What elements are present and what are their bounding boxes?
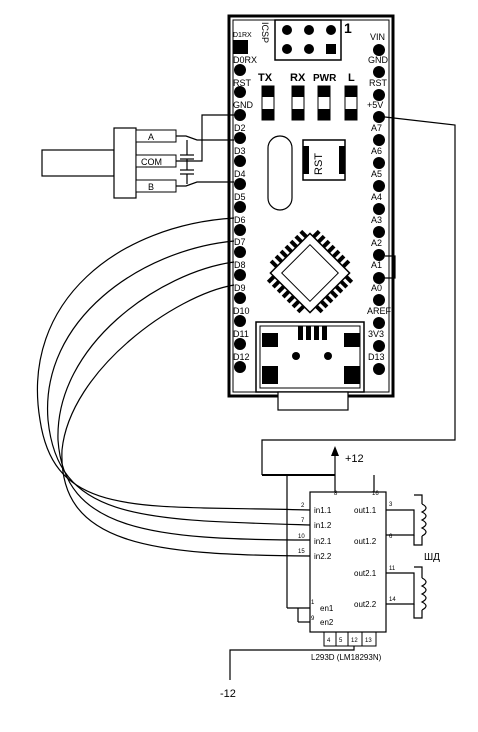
driver-bottom-pin-4: 4 — [327, 638, 331, 644]
driver-chip-label: L293D (LM18293N) — [311, 653, 382, 662]
reset-label: RST — [313, 153, 325, 175]
signal-wires — [36, 217, 311, 557]
pin-label-d2: D2 — [234, 123, 246, 133]
supply-plus-label: +12 — [345, 453, 364, 465]
driver-output-pin-11: 11 — [389, 566, 396, 572]
driver-input-pin-10: 10 — [298, 534, 305, 540]
driver-input-pin-15: 15 — [298, 549, 305, 555]
driver-input-in21: in2.1 — [314, 537, 332, 546]
led-pads — [261, 85, 358, 121]
icsp-pin1-label: 1 — [344, 20, 352, 36]
pin-label-d5: D5 — [234, 192, 246, 202]
driver-enable-pin-9: 9 — [311, 616, 315, 622]
crystal — [267, 135, 293, 211]
pin-label-a0: A0 — [371, 283, 382, 293]
driver-input-in12: in1.2 — [314, 521, 332, 530]
pin-label-a7: A7 — [371, 123, 382, 133]
pin-label-gnd-left: GND — [233, 100, 254, 110]
driver-output-out21: out2.1 — [354, 569, 377, 578]
encoder-label-a: A — [148, 132, 154, 142]
driver-output-pin-6: 6 — [389, 534, 393, 540]
pin-label-d1rx: D1RX — [233, 32, 252, 39]
header-pin — [233, 40, 248, 54]
driver-body — [309, 491, 387, 633]
pin-label-d10: D10 — [233, 306, 250, 316]
driver-top-pin-16: 16 — [372, 491, 379, 497]
driver-bottom-pin-12: 12 — [351, 638, 358, 644]
reset-button — [302, 139, 346, 181]
encoder-pin-b — [135, 179, 177, 193]
left-header: D1RX D0RX RST GND D2 D3 D4 D5 D6 D7 D8 D… — [233, 32, 257, 373]
encoder-label-com: COM — [141, 157, 162, 167]
stepper-motor — [386, 494, 427, 619]
driver-output-out12: out1.2 — [354, 537, 377, 546]
pin-label-a1: A1 — [371, 260, 382, 270]
supply-arrow — [331, 446, 339, 456]
coil-1-wire — [386, 509, 415, 536]
pin-label-a2: A2 — [371, 238, 382, 248]
pin-label-rst-right: RST — [369, 78, 388, 88]
rotary-encoder: A COM B — [41, 127, 177, 199]
coil-2-wire — [386, 572, 415, 605]
right-header: VIN GND RST +5V A7 A6 A5 A4 A3 A2 A1 A0 … — [367, 32, 392, 375]
encoder-pin-a — [135, 129, 177, 143]
led-label-tx: TX — [258, 72, 273, 84]
driver-enable-en1: en1 — [320, 604, 334, 613]
encoder-shaft — [41, 149, 115, 177]
supply-minus-label: -12 — [220, 688, 236, 700]
ground-wire — [229, 646, 355, 680]
driver-output-out22: out2.2 — [354, 600, 377, 609]
pin-label-a3: A3 — [371, 215, 382, 225]
encoder-wiring — [176, 114, 234, 187]
pin-label-3v3: 3V3 — [368, 329, 384, 339]
driver-input-in22: in2.2 — [314, 552, 332, 561]
icsp-label: ICSP — [260, 22, 270, 43]
pin-label-d0rx: D0RX — [233, 55, 257, 65]
pin-label-d11: D11 — [233, 329, 249, 339]
pin-label-vin: VIN — [370, 32, 385, 42]
driver-output-out11: out1.1 — [354, 506, 377, 515]
arduino-board: 1 ICSP TX RX PWR L RST — [227, 14, 395, 411]
pin-label-d7: D7 — [234, 237, 246, 247]
pin-label-a4: A4 — [371, 192, 382, 202]
pin-label-d9: D9 — [234, 283, 246, 293]
pin-label-d4: D4 — [234, 169, 246, 179]
pin-label-aref: AREF — [367, 306, 392, 316]
pin-label-gnd-right: GND — [368, 55, 389, 65]
pin-label-d13: D13 — [368, 352, 385, 362]
pin-label-d6: D6 — [234, 215, 246, 225]
led-label-pwr: PWR — [313, 73, 337, 84]
encoder-label-b: B — [148, 182, 154, 192]
pin-label-rst-left: RST — [233, 78, 252, 88]
driver-input-in11: in1.1 — [314, 506, 332, 515]
led-label-l: L — [348, 72, 355, 84]
driver-enable-en2: en2 — [320, 618, 334, 627]
driver-enable-pin-1: 1 — [311, 600, 315, 606]
supply-wires — [261, 116, 456, 623]
driver-input-pin-2: 2 — [301, 503, 305, 509]
driver-top-pin-8: 8 — [334, 491, 338, 497]
driver-output-pin-3: 3 — [389, 502, 393, 508]
pin-label-a5: A5 — [371, 169, 382, 179]
microcontroller — [266, 229, 354, 314]
pin-label-d3: D3 — [234, 146, 246, 156]
encoder-body — [113, 127, 137, 199]
led-label-rx: RX — [290, 72, 306, 84]
pin-label-d8: D8 — [234, 260, 246, 270]
motor-label: ШД — [424, 552, 440, 563]
usb-connector — [255, 321, 365, 411]
driver-bottom-pin-13: 13 — [365, 638, 372, 644]
driver-output-pin-14: 14 — [389, 597, 396, 603]
driver-input-pin-7: 7 — [301, 518, 305, 524]
pin-label-d12: D12 — [233, 352, 250, 362]
pin-label-5v: +5V — [367, 100, 383, 110]
driver-chip: 8 16 in1.1 in1.2 in2.1 in2.2 2 7 10 15 e… — [298, 491, 396, 662]
driver-bottom-pin-5: 5 — [339, 638, 343, 644]
pin-label-a6: A6 — [371, 146, 382, 156]
